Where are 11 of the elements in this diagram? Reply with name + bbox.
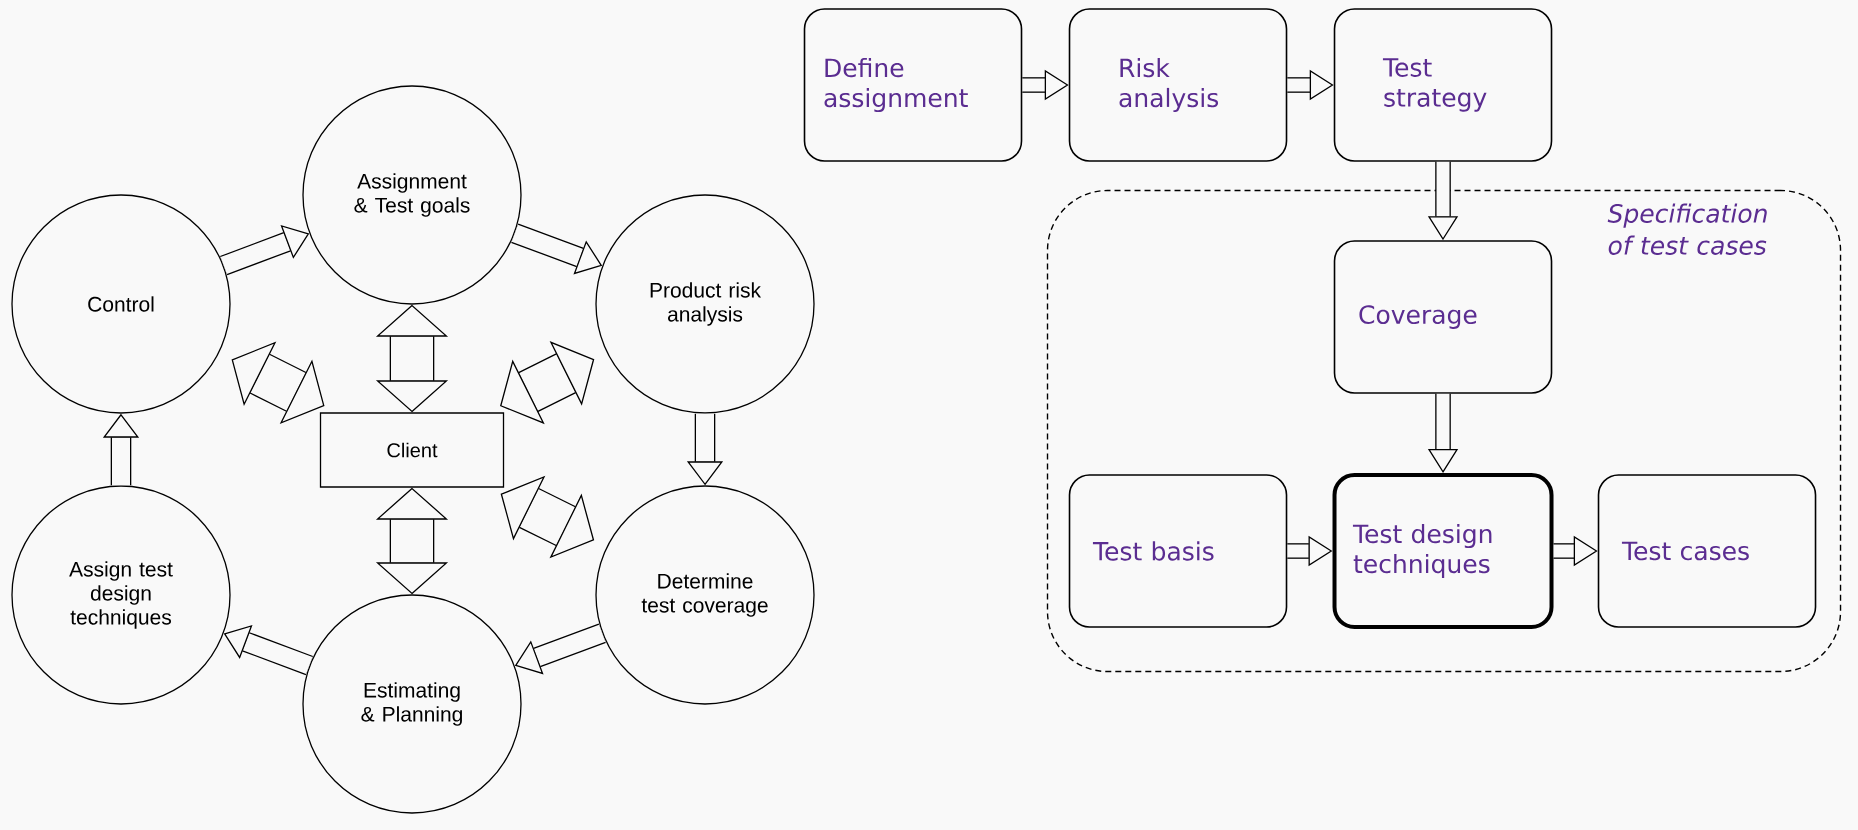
block-arrow xyxy=(500,341,595,425)
block-arrow xyxy=(375,304,449,413)
process-box: Test design techniques xyxy=(1332,473,1554,629)
process-box: Test strategy xyxy=(1333,8,1553,162)
process-box: Define assignment xyxy=(803,8,1023,162)
process-box: Test basis xyxy=(1068,474,1288,628)
process-box: Test cases xyxy=(1597,474,1817,628)
process-box: Coverage xyxy=(1333,240,1553,394)
client-box: Client xyxy=(319,412,505,488)
process-box: Risk analysis xyxy=(1068,8,1288,162)
block-arrow xyxy=(375,487,449,595)
